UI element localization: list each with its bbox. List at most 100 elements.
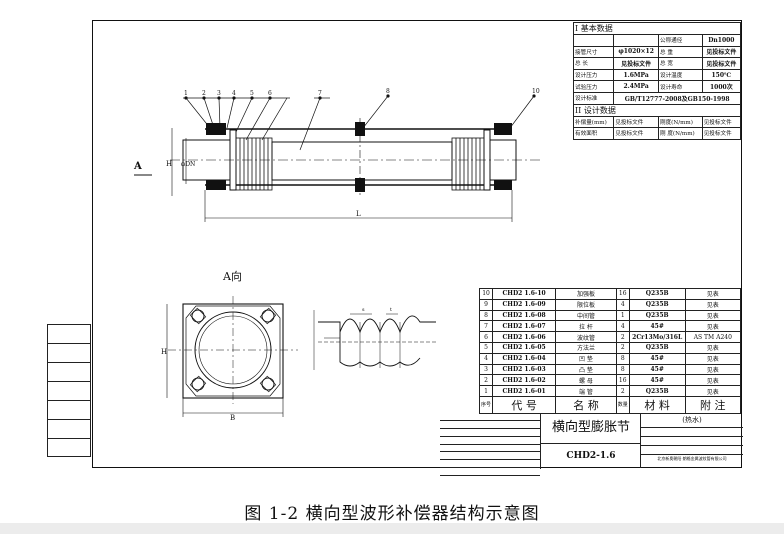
parts-cell-no: 6 — [478, 331, 494, 343]
parts-cell-no: 2 — [478, 374, 494, 387]
view-arrow-letter: A — [134, 161, 142, 172]
parts-cell-note: 见表 — [684, 320, 742, 333]
parts-cell-name: 凸 垫 — [555, 363, 617, 376]
svg-text:2: 2 — [202, 90, 206, 97]
svg-text:8: 8 — [386, 88, 390, 95]
parts-cell-code: CHD2 1.6-05 — [492, 341, 557, 354]
svg-text:6: 6 — [268, 90, 272, 97]
svg-text:10: 10 — [532, 88, 540, 95]
parts-cell-no: 5 — [478, 341, 494, 354]
parts-cell-code: CHD2 1.6-07 — [492, 320, 557, 333]
parts-cell-code: CHD2 1.6-03 — [492, 363, 557, 376]
bellows-detail — [313, 310, 436, 370]
parts-cell-no: 8 — [478, 309, 494, 322]
parts-cell-name: 中间管 — [555, 309, 617, 322]
parts-cell-code: CHD2 1.6-01 — [492, 385, 557, 397]
parts-cell-qty: 8 — [615, 363, 630, 376]
drawing-sheet-border — [92, 20, 742, 468]
bottom-bar — [0, 523, 784, 534]
parts-cell-mat: 45# — [628, 363, 686, 376]
figure-caption: 图 1-2 横向型波形补偿器结构示意图 — [244, 504, 540, 524]
parts-cell-qty: 4 — [615, 320, 630, 333]
parts-cell-mat: Q235B — [628, 298, 686, 311]
parts-cell-qty: 2 — [615, 385, 630, 397]
svg-text:1: 1 — [184, 90, 188, 97]
company-name: 北京新奥朝阳·朗格金属波纹管有限公司 — [657, 456, 727, 461]
parts-cell-no: 7 — [478, 320, 494, 333]
medium-condition: (热水) — [641, 413, 743, 428]
parts-cell-mat: 45# — [628, 320, 686, 333]
parts-cell-code: CHD2 1.6-10 — [492, 288, 557, 300]
parts-cell-note: 见表 — [684, 298, 742, 311]
parts-cell-note: 见表 — [684, 374, 742, 387]
parts-cell-note: 见表 — [684, 288, 742, 300]
dim-L-label: L — [356, 210, 361, 218]
svg-text:5: 5 — [250, 90, 254, 97]
parts-cell-name: 限位板 — [555, 298, 617, 311]
view-a-flange — [166, 296, 298, 417]
parts-header-row: 序号 代 号 名 称 数量 材 料 附 注 — [478, 395, 742, 414]
svg-text:t: t — [390, 307, 392, 313]
svg-text:s: s — [362, 307, 365, 313]
parts-cell-qty: 2 — [615, 341, 630, 354]
parts-cell-mat: Q235B — [628, 309, 686, 322]
parts-cell-no: 4 — [478, 352, 494, 365]
parts-cell-name: 端 管 — [555, 385, 617, 397]
parts-cell-note: 见表 — [684, 385, 742, 397]
parts-cell-mat: Q235B — [628, 341, 686, 354]
svg-text:4: 4 — [232, 90, 236, 97]
parts-cell-mat: 2Cr13Mo/316L — [628, 331, 686, 343]
title-block-grid — [440, 413, 540, 477]
parts-cell-note: AS TM A240 — [684, 331, 742, 343]
parts-cell-name: 方法兰 — [555, 341, 617, 354]
parts-cell-name: 加强板 — [555, 288, 617, 300]
design-section-title: II 设计数据 — [573, 103, 741, 117]
title-block: 横向型膨胀节 CHD2-1.6 (热水) 北京新奥朝阳·朗格金属波纹管有限公司 — [440, 413, 743, 477]
part-leaders — [183, 95, 535, 151]
left-revision-strip — [47, 324, 91, 464]
parts-cell-qty: 16 — [615, 288, 630, 300]
parts-cell-no: 9 — [478, 298, 494, 311]
svg-text:3: 3 — [217, 90, 221, 97]
parts-cell-code: CHD2 1.6-06 — [492, 331, 557, 343]
parts-cell-no: 3 — [478, 363, 494, 376]
view-a-label: A向 — [223, 270, 242, 283]
product-name: 横向型膨胀节 — [540, 413, 641, 443]
parts-cell-note: 见表 — [684, 363, 742, 376]
parts-cell-code: CHD2 1.6-04 — [492, 352, 557, 365]
svg-text:φDN: φDN — [181, 161, 195, 168]
parts-cell-qty: 8 — [615, 352, 630, 365]
svg-text:H: H — [161, 348, 167, 356]
parts-cell-mat: Q235B — [628, 288, 686, 300]
parts-cell-qty: 1 — [615, 309, 630, 322]
dim-H-label: H — [166, 160, 172, 168]
parts-cell-code: CHD2 1.6-02 — [492, 374, 557, 387]
parts-cell-code: CHD2 1.6-08 — [492, 309, 557, 322]
parts-cell-no: 10 — [478, 288, 494, 300]
parts-cell-qty: 2 — [615, 331, 630, 343]
svg-text:B: B — [230, 414, 235, 422]
parts-cell-name: 波纹管 — [555, 331, 617, 343]
parts-cell-no: 1 — [478, 385, 494, 397]
parts-cell-name: 凹 垫 — [555, 352, 617, 365]
parts-cell-qty: 16 — [615, 374, 630, 387]
parts-cell-name: 拉 杆 — [555, 320, 617, 333]
parts-cell-mat: 45# — [628, 352, 686, 365]
basic-section-title: I 基本数据 — [573, 22, 741, 35]
parts-cell-note: 见表 — [684, 309, 742, 322]
svg-text:7: 7 — [318, 90, 322, 97]
parts-cell-name: 螺 母 — [555, 374, 617, 387]
parts-cell-code: CHD2 1.6-09 — [492, 298, 557, 311]
